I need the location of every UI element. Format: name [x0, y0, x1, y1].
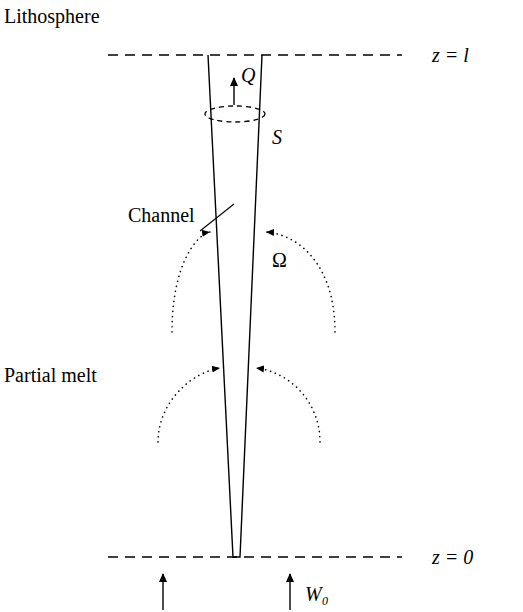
- channel-walls: [208, 55, 262, 557]
- upwelling-arrow: [289, 574, 290, 610]
- upwelling-arrow: [162, 574, 163, 610]
- top-boundary: [108, 54, 402, 55]
- inflow-arcs: [158, 232, 335, 442]
- part-label: Channel: [128, 203, 195, 227]
- area-symbol: S: [272, 125, 282, 149]
- rate-symbol: Ω: [272, 248, 287, 272]
- cross-section: [205, 106, 265, 122]
- region-label: Lithosphere: [4, 4, 100, 28]
- flux-arrow: [233, 78, 234, 105]
- height-label: z = 0: [432, 545, 473, 569]
- flux-symbol: Q: [241, 63, 255, 87]
- bottom-boundary: [108, 556, 402, 557]
- velocity-symbol: W₀: [305, 582, 329, 606]
- height-label: z = l: [432, 43, 469, 67]
- leader-line: [200, 204, 234, 231]
- region-label: Partial melt: [4, 363, 97, 387]
